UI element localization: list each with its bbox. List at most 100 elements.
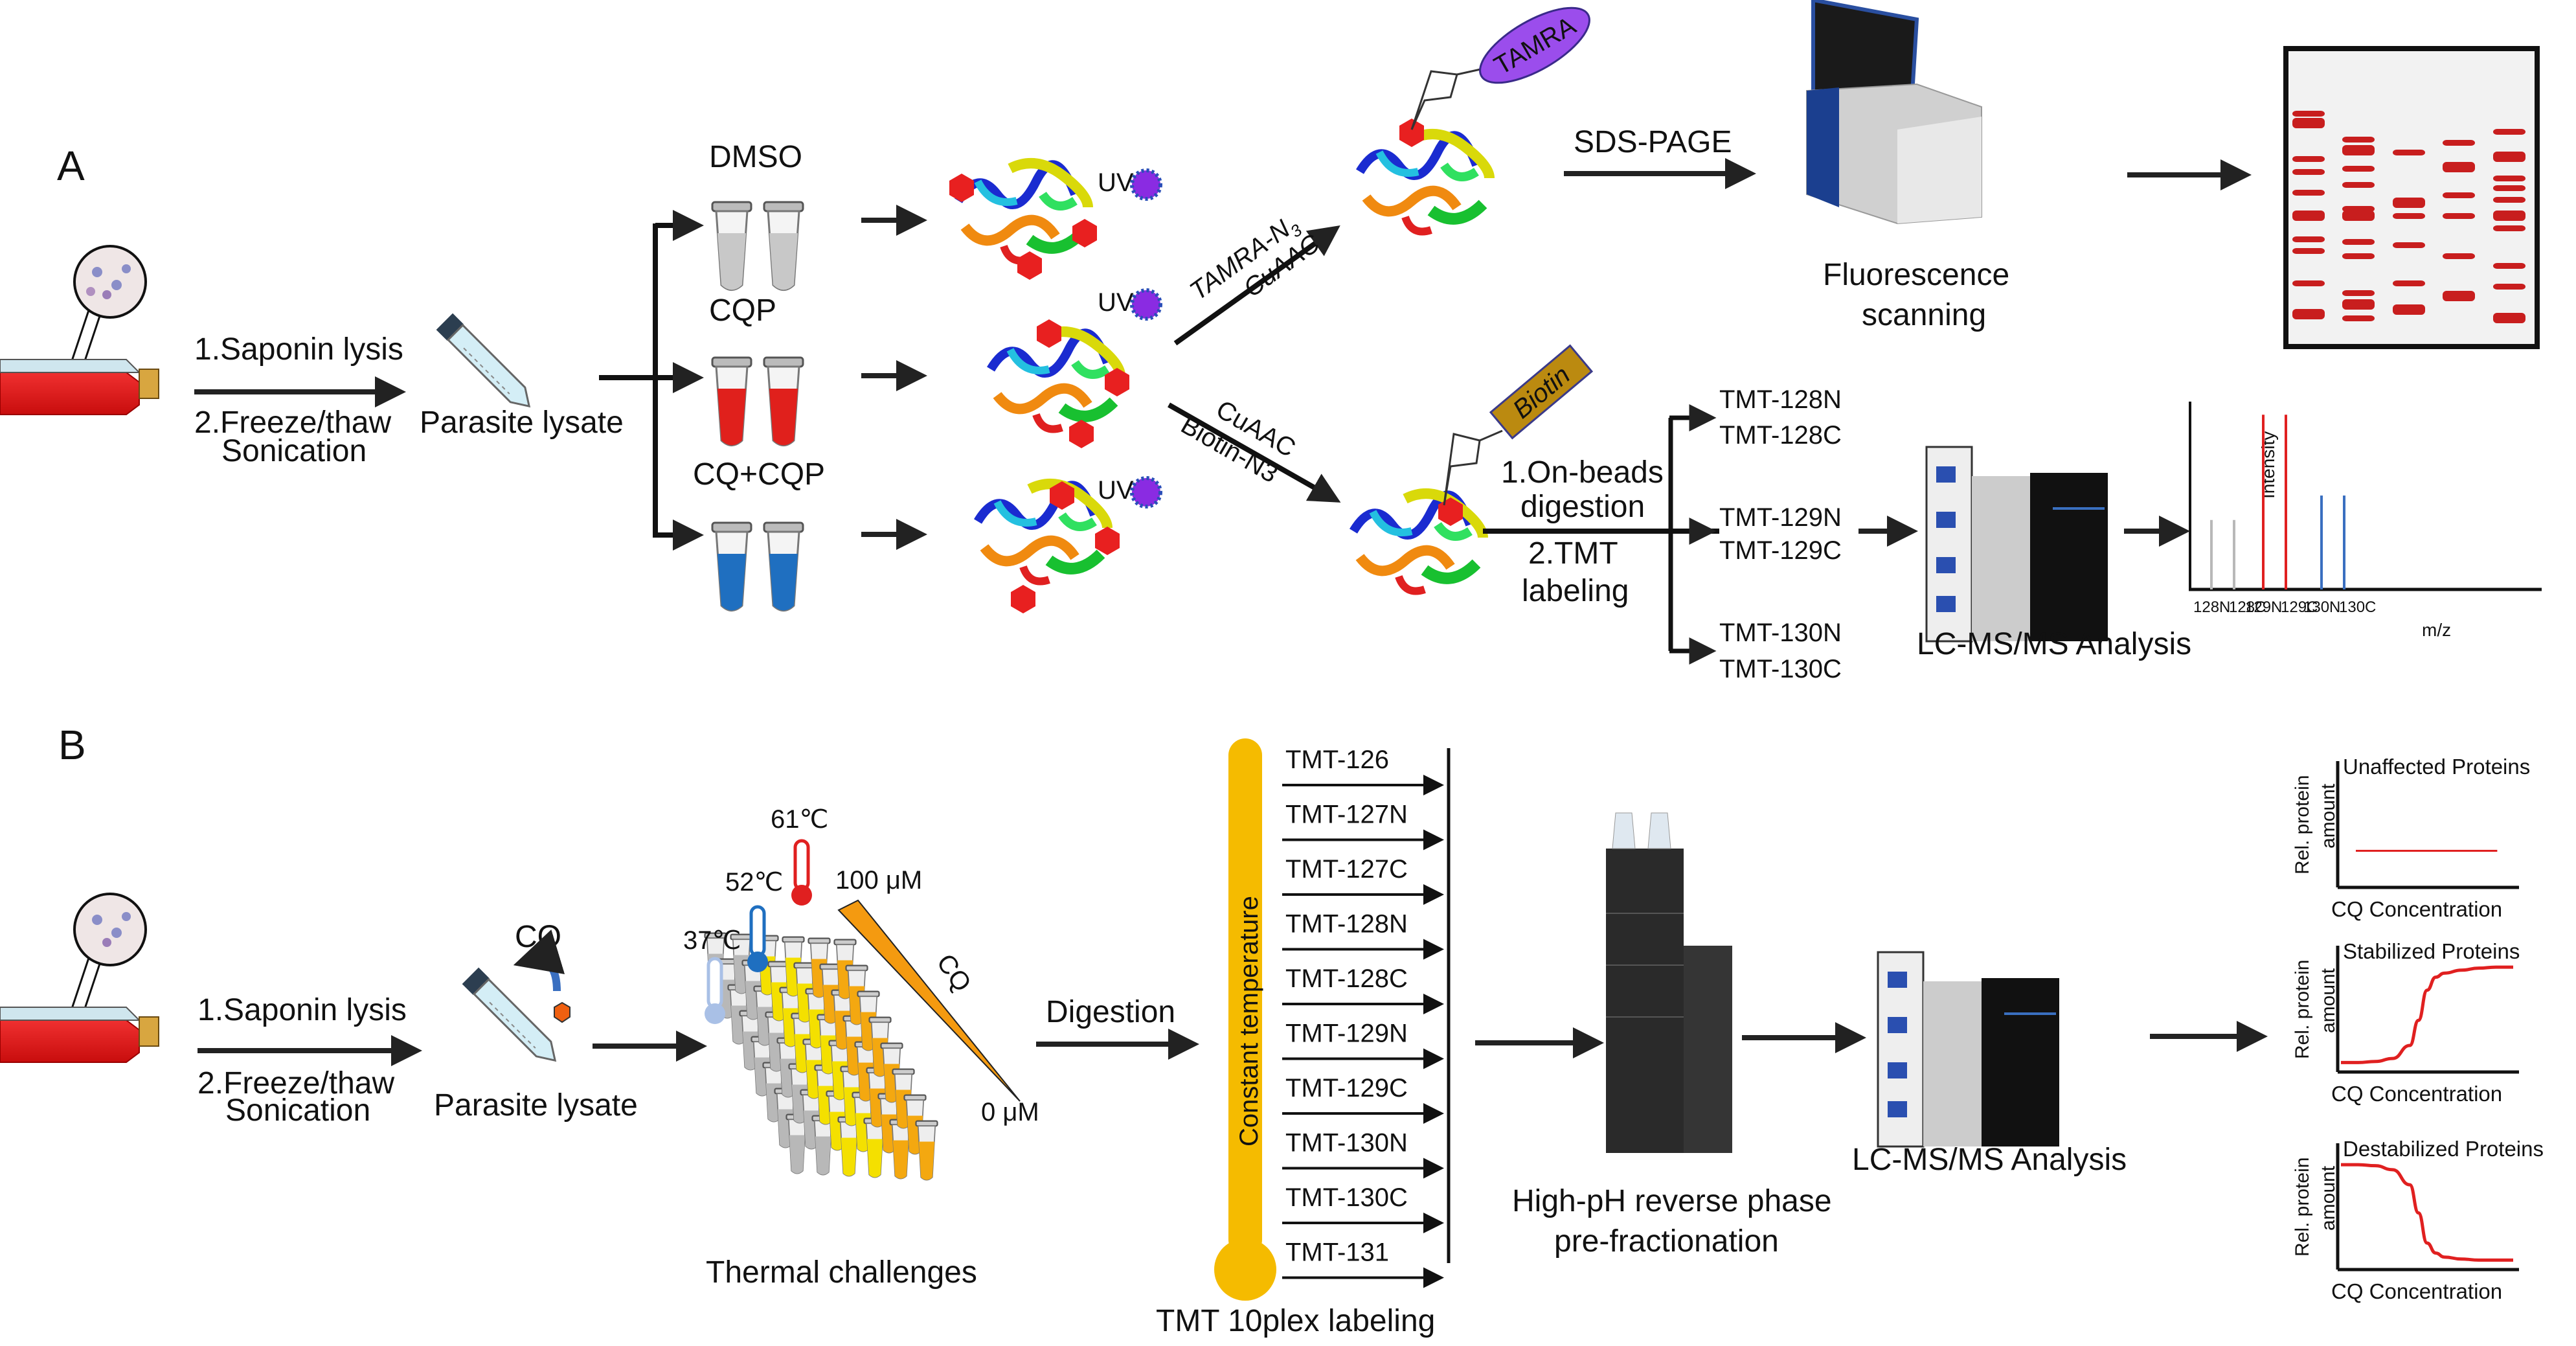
culture-flask-icon bbox=[0, 245, 159, 415]
gel-band bbox=[2493, 176, 2525, 181]
gel-band bbox=[2292, 111, 2325, 117]
chart-xlabel: CQ Concentration bbox=[2331, 1279, 2502, 1303]
condition-label: CQP bbox=[709, 293, 776, 328]
microtube-icon bbox=[711, 521, 752, 611]
tmt-channel-label: TMT-128N bbox=[1285, 910, 1408, 939]
tmt-channel-label: TMT-128N bbox=[1719, 385, 1842, 414]
gel-band bbox=[2292, 280, 2325, 286]
gel-band bbox=[2342, 253, 2375, 259]
spectrum-tick-label: 128N bbox=[2193, 599, 2230, 616]
hplc-instrument-icon bbox=[1606, 812, 1732, 1153]
gel-band bbox=[2342, 206, 2375, 212]
gel-band bbox=[2393, 213, 2425, 219]
digestion-label: Digestion bbox=[1046, 995, 1175, 1029]
uv-lamp-icon bbox=[1132, 290, 1160, 319]
curve-line bbox=[2341, 1163, 2513, 1262]
scanner-label-2: scanning bbox=[1862, 298, 1986, 332]
tmt-branch bbox=[1668, 404, 1717, 665]
branch-connector bbox=[599, 210, 704, 551]
triazole-linker-icon bbox=[1410, 67, 1487, 130]
thermal-tube bbox=[785, 1113, 809, 1174]
lysis-step-1-b: 1.Saponin lysis bbox=[198, 993, 407, 1027]
cq-gradient-wedge bbox=[837, 899, 1021, 1102]
culture-flask-icon bbox=[0, 893, 159, 1063]
gel-band bbox=[2393, 280, 2425, 286]
biotin-click-label: CuAAC Biotin-N3 bbox=[1176, 395, 1300, 488]
gel-band bbox=[2342, 290, 2375, 296]
hplc-label-1: High-pH reverse phase bbox=[1512, 1184, 1832, 1218]
sds-page-label: SDS-PAGE bbox=[1574, 125, 1732, 159]
tmt-channel-label: TMT-128C bbox=[1285, 964, 1408, 993]
chart-xlabel: CQ Concentration bbox=[2331, 1082, 2502, 1106]
microtube-icon bbox=[763, 521, 804, 611]
thermal-tube-array bbox=[704, 932, 938, 1181]
gel-band bbox=[2393, 150, 2425, 155]
lcms-label-b: LC-MS/MS Analysis bbox=[1852, 1143, 2127, 1177]
falcon-tube-icon bbox=[435, 312, 539, 416]
gel-band bbox=[2493, 263, 2525, 269]
gel-band bbox=[2443, 253, 2475, 259]
gel-band bbox=[2443, 192, 2475, 198]
conc-high-label: 100 μM bbox=[835, 866, 922, 895]
uv-label-1: UV bbox=[1098, 168, 1134, 197]
panel-a-label: A bbox=[57, 143, 85, 189]
gel-band bbox=[2443, 213, 2475, 219]
condition-label: CQ+CQP bbox=[693, 457, 825, 492]
uv-lamp-icon bbox=[1132, 170, 1160, 199]
spectrum-ylabel: Intensity bbox=[2258, 431, 2278, 499]
thermometer-label: Constant temperature bbox=[1235, 896, 1263, 1146]
chart-title: Unaffected Proteins bbox=[2343, 755, 2530, 779]
condition-0: DMSO bbox=[709, 140, 804, 291]
lysis-step-3-b: Sonication bbox=[225, 1093, 370, 1128]
spectrum-tick-label: 129C bbox=[2281, 599, 2318, 616]
cq-add-arrow-icon bbox=[513, 930, 565, 992]
lysis-step-2-b: 2.Freeze/thaw bbox=[198, 1066, 394, 1101]
conc-low-label: 0 μM bbox=[981, 1098, 1039, 1126]
condition-2: CQ+CQP bbox=[693, 457, 825, 611]
biotin-click-arrow bbox=[1168, 402, 1341, 503]
tamra-click-arrow bbox=[1173, 225, 1340, 346]
lcms-label-a: LC-MS/MS Analysis bbox=[1917, 627, 2191, 661]
lysis-step-3: Sonication bbox=[221, 434, 367, 468]
protein-structure-dmso bbox=[945, 152, 1101, 280]
gel-band bbox=[2443, 162, 2475, 172]
lysate-label-b: Parasite lysate bbox=[434, 1088, 638, 1123]
chart-title: Stabilized Proteins bbox=[2343, 939, 2520, 963]
gel-band bbox=[2292, 309, 2325, 319]
uv-label-2: UV bbox=[1098, 288, 1134, 317]
protein-structure-cq-cqp bbox=[965, 473, 1120, 613]
gel-band bbox=[2292, 211, 2325, 221]
thermal-label: Thermal challenges bbox=[706, 1255, 977, 1290]
gel-band bbox=[2493, 211, 2525, 221]
microtube-icon bbox=[763, 201, 804, 291]
tmt-channel-label: TMT-130N bbox=[1719, 619, 1842, 647]
gel-band bbox=[2292, 169, 2325, 175]
tmt-channel-label: TMT-130C bbox=[1285, 1183, 1408, 1212]
gel-band bbox=[2342, 299, 2375, 310]
gel-band bbox=[2443, 291, 2475, 301]
lcms-instrument-icon bbox=[1877, 951, 2059, 1148]
fluorescence-scanner-icon bbox=[1806, 0, 1982, 225]
uv-lamp-icon bbox=[1132, 478, 1160, 507]
tmt-channel-label: TMT-130C bbox=[1719, 655, 1842, 683]
lysis-step-1: 1.Saponin lysis bbox=[194, 332, 403, 367]
biotin-tag: Biotin bbox=[1489, 344, 1594, 440]
tmt-channel-label: TMT-127C bbox=[1285, 855, 1408, 884]
cq-label: CQ bbox=[515, 920, 561, 954]
microtube-icon bbox=[763, 356, 804, 446]
digest-step-4: labeling bbox=[1522, 574, 1629, 608]
gel-band bbox=[2342, 239, 2375, 245]
gel-band bbox=[2493, 129, 2525, 135]
gel-band bbox=[2342, 315, 2375, 321]
gel-band bbox=[2292, 248, 2325, 254]
digest-step-2: digestion bbox=[1520, 490, 1645, 524]
tamra-click-label: TAMRA-N3 CuAAC bbox=[1184, 214, 1326, 306]
gel-band bbox=[2342, 211, 2375, 221]
condition-label: DMSO bbox=[709, 140, 802, 174]
protein-structure-cqp bbox=[978, 319, 1133, 448]
gel-band bbox=[2292, 118, 2325, 128]
